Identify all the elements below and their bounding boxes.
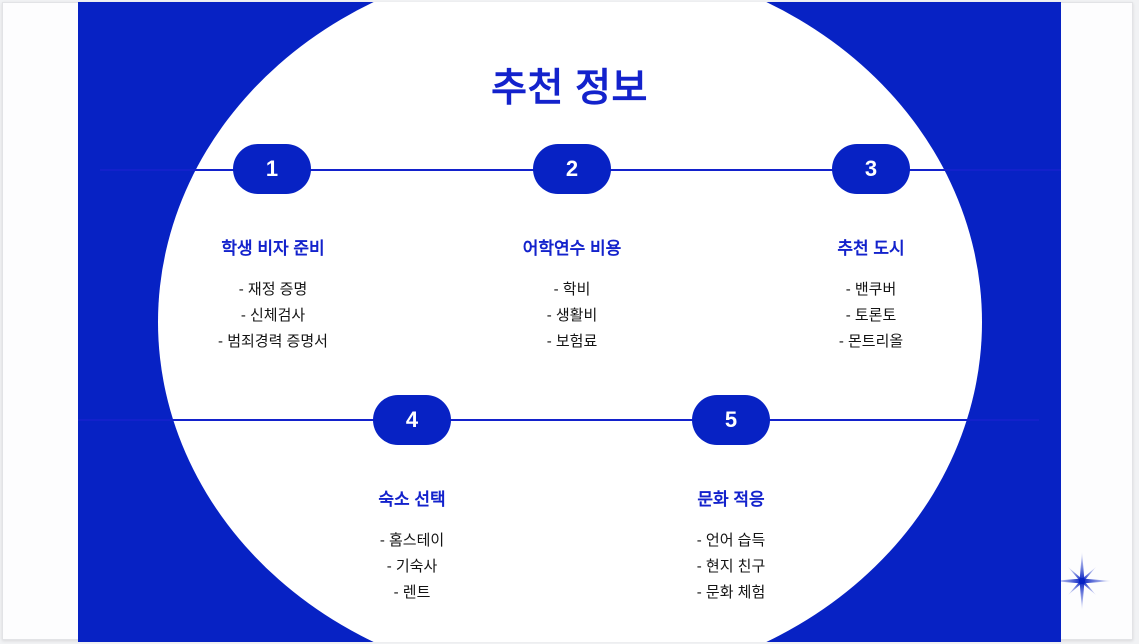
step-item-2-2: - 생활비	[546, 307, 598, 324]
step-badge-5[interactable]: 5	[692, 395, 770, 445]
step-item-2-1: - 학비	[553, 281, 591, 298]
step-item-2-3: - 보험료	[546, 333, 598, 350]
step-item-3-1: - 밴쿠버	[845, 281, 897, 298]
step-block-5: 문화 적응 - 언어 습득 - 현지 친구 - 문화 체험	[616, 485, 846, 606]
step-badge-1-number: 1	[265, 156, 279, 181]
step-item-5-2: - 현지 친구	[696, 558, 766, 575]
step-badge-3-number: 3	[864, 156, 878, 181]
step-badge-3[interactable]: 3	[832, 144, 910, 194]
step-item-4-3: - 렌트	[393, 584, 431, 601]
step-item-4-2: - 기숙사	[386, 558, 438, 575]
step-heading-3: 추천 도시	[837, 239, 905, 258]
step-badge-2-number: 2	[565, 156, 579, 181]
page-title: 추천 정보	[491, 67, 648, 110]
step-item-1-3: - 범죄경력 증명서	[218, 333, 328, 350]
step-heading-4: 숙소 선택	[378, 490, 446, 509]
step-item-3-3: - 몬트리올	[838, 333, 904, 350]
step-heading-1: 학생 비자 준비	[221, 239, 325, 258]
step-badge-1[interactable]: 1	[233, 144, 311, 194]
step-badge-4[interactable]: 4	[373, 395, 451, 445]
step-item-5-3: - 문화 체험	[696, 584, 766, 601]
step-block-4: 숙소 선택 - 홈스테이 - 기숙사 - 렌트	[297, 485, 527, 606]
step-item-1-1: - 재정 증명	[238, 281, 308, 298]
step-item-5-1: - 언어 습득	[696, 532, 766, 549]
step-badge-5-number: 5	[724, 407, 738, 432]
step-item-1-2: - 신체검사	[240, 307, 306, 324]
step-block-2: 어학연수 비용 - 학비 - 생활비 - 보험료	[457, 234, 687, 355]
timeline-rule-bottom	[78, 419, 1039, 421]
step-badge-4-number: 4	[405, 407, 419, 432]
slide-content: 추천 정보 1 학생 비자 준비 - 재정 증명 - 신체검사 - 범죄경력 증…	[78, 2, 1061, 642]
step-block-1: 학생 비자 준비 - 재정 증명 - 신체검사 - 범죄경력 증명서	[158, 234, 388, 355]
background-ellipse-shape	[158, 2, 982, 642]
step-block-3: 추천 도시 - 밴쿠버 - 토론토 - 몬트리올	[756, 234, 986, 355]
sparkle-star-icon	[1052, 551, 1112, 611]
slide-canvas: 추천 정보 1 학생 비자 준비 - 재정 증명 - 신체검사 - 범죄경력 증…	[78, 2, 1061, 642]
step-item-4-1: - 홈스테이	[379, 532, 445, 549]
step-item-3-2: - 토론토	[845, 307, 897, 324]
step-heading-5: 문화 적응	[697, 490, 765, 509]
step-heading-2: 어학연수 비용	[522, 239, 622, 258]
step-badge-2[interactable]: 2	[533, 144, 611, 194]
